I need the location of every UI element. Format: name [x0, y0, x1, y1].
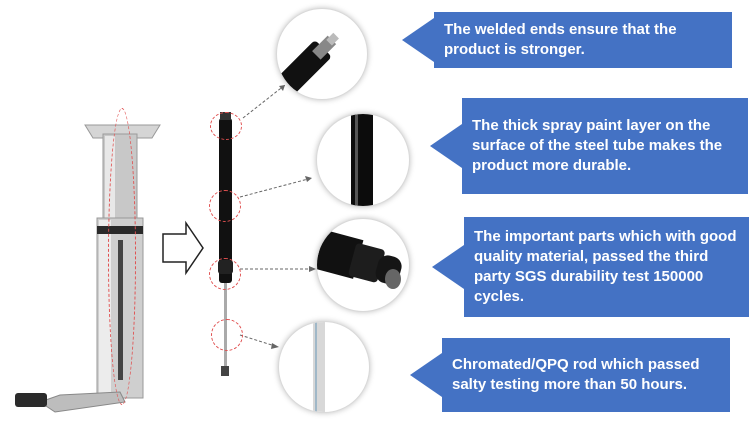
arrow-left-icon	[402, 18, 434, 62]
callout-text-4: Chromated/QPQ rod which passed salty tes…	[442, 338, 730, 412]
zoom-circle-chromated-rod	[278, 321, 370, 413]
leg-highlight-ellipse	[108, 108, 136, 405]
zoom-circle-important-parts	[316, 218, 410, 312]
callout-text-1: The welded ends ensure that the product …	[434, 12, 732, 68]
connector-line-2	[239, 177, 313, 198]
callout-welded-ends: The welded ends ensure that the product …	[402, 12, 732, 68]
callout-chromated-rod: Chromated/QPQ rod which passed salty tes…	[410, 338, 730, 412]
right-arrow-icon	[162, 220, 204, 276]
joint-highlight	[209, 258, 241, 290]
connector-line-1	[242, 84, 286, 119]
arrow-left-icon	[430, 124, 462, 168]
rod-highlight	[211, 319, 243, 351]
connector-line-4	[239, 334, 279, 348]
arrow-left-icon	[410, 353, 442, 397]
callout-important-parts: The important parts which with good qual…	[432, 217, 749, 317]
callout-text-3: The important parts which with good qual…	[464, 217, 749, 317]
callout-text-2: The thick spray paint layer on the surfa…	[462, 98, 748, 194]
table-leg-image	[15, 124, 161, 413]
zoom-circle-welded-end	[276, 8, 368, 100]
callout-spray-paint: The thick spray paint layer on the surfa…	[430, 98, 748, 194]
zoom-circle-steel-tube	[316, 113, 410, 207]
top-end-highlight	[210, 112, 242, 140]
tube-highlight	[209, 190, 241, 222]
arrow-left-icon	[432, 245, 464, 289]
